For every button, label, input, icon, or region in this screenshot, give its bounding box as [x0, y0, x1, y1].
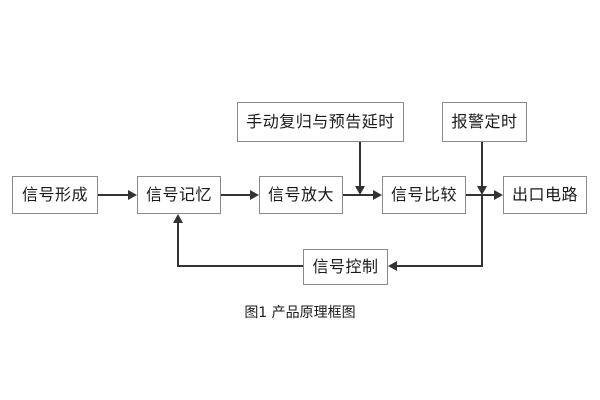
connector-control-to-memory-feedback: [177, 221, 304, 267]
node-output-circuit[interactable]: 出口电路: [503, 176, 587, 214]
figure-caption: 图1 产品原理框图: [244, 305, 356, 321]
arrowhead-memory-to-amplify: [250, 190, 259, 200]
arrowhead-formation-to-memory: [128, 190, 137, 200]
node-label-output-circuit: 出口电路: [511, 185, 578, 204]
node-label-signal-formation: 信号形成: [21, 185, 88, 204]
node-signal-control[interactable]: 信号控制: [303, 249, 388, 285]
node-label-signal-amplify: 信号放大: [267, 185, 334, 204]
node-signal-amplify[interactable]: 信号放大: [259, 176, 343, 214]
node-manual-reset-delay[interactable]: 手动复归与预告延时: [237, 102, 404, 142]
arrowhead-amplify-to-compare: [373, 190, 382, 200]
arrowhead-manual-reset-to-compare-input: [355, 186, 365, 195]
node-label-manual-reset-delay: 手动复归与预告延时: [246, 112, 395, 131]
node-label-alarm-timer: 报警定时: [451, 112, 518, 131]
arrowhead-output-branch-to-control: [388, 261, 397, 271]
node-label-signal-control: 信号控制: [312, 257, 379, 276]
connector-output-branch-to-control: [393, 194, 483, 267]
node-signal-compare[interactable]: 信号比较: [382, 176, 466, 214]
arrowhead-control-to-memory-feedback: [173, 214, 183, 223]
node-label-signal-compare: 信号比较: [390, 185, 457, 204]
node-alarm-timer[interactable]: 报警定时: [442, 102, 527, 142]
node-signal-formation[interactable]: 信号形成: [12, 176, 98, 214]
arrowhead-alarm-timer-to-output-input: [477, 186, 487, 195]
node-signal-memory[interactable]: 信号记忆: [137, 176, 221, 214]
arrowhead-compare-to-output: [494, 190, 503, 200]
node-label-signal-memory: 信号记忆: [145, 185, 212, 204]
